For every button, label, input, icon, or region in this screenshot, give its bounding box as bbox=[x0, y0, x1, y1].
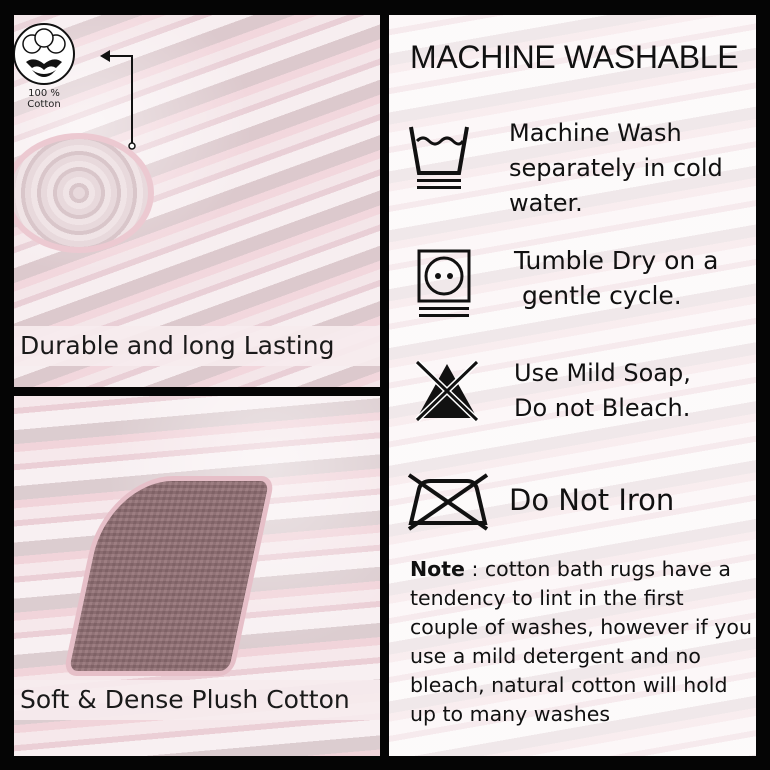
care-title: MACHINE WASHABLE bbox=[410, 39, 739, 75]
care-instructions-panel: MACHINE WASHABLE Machine Wash separately… bbox=[389, 15, 756, 756]
note-text: : cotton bath rugs have a tendency to li… bbox=[410, 557, 752, 726]
rug-roll-end bbox=[14, 133, 154, 253]
badge-material: Cotton bbox=[27, 99, 61, 110]
care-text-bleach: Use Mild Soap, Do not Bleach. bbox=[514, 356, 691, 426]
no-bleach-icon bbox=[414, 359, 480, 423]
no-iron-icon bbox=[407, 473, 489, 531]
dry-line-2: gentle cycle. bbox=[522, 281, 682, 310]
wash-line-3: water. bbox=[509, 189, 583, 217]
caption-durable: Durable and long Lasting bbox=[14, 326, 380, 366]
rolled-rug-photo bbox=[14, 15, 380, 387]
wash-line-2: separately in cold bbox=[509, 154, 723, 182]
dry-line-1: Tumble Dry on a bbox=[514, 246, 719, 275]
cotton-flower-icon bbox=[13, 23, 75, 85]
pointer-arrow-icon bbox=[100, 50, 136, 150]
wash-line-1: Machine Wash bbox=[509, 119, 682, 147]
care-text-wash: Machine Wash separately in cold water. bbox=[509, 116, 723, 221]
caption-soft-dense: Soft & Dense Plush Cotton bbox=[14, 680, 380, 720]
care-text-iron: Do Not Iron bbox=[509, 483, 675, 517]
badge-percent: 100 % bbox=[28, 88, 60, 99]
vertical-divider bbox=[380, 0, 389, 770]
horizontal-divider bbox=[0, 387, 389, 396]
care-text-dry: Tumble Dry on a gentle cycle. bbox=[514, 243, 719, 313]
bleach-line-1: Use Mild Soap, bbox=[514, 359, 691, 387]
care-note: Note : cotton bath rugs have a tendency … bbox=[410, 555, 756, 729]
note-label: Note bbox=[410, 557, 465, 581]
tumble-dry-icon bbox=[417, 249, 471, 317]
cotton-badge-text: 100 % Cotton bbox=[12, 88, 76, 110]
cotton-badge: 100 % Cotton bbox=[12, 22, 76, 114]
bleach-line-2: Do not Bleach. bbox=[514, 394, 691, 422]
wash-tub-icon bbox=[409, 126, 469, 189]
